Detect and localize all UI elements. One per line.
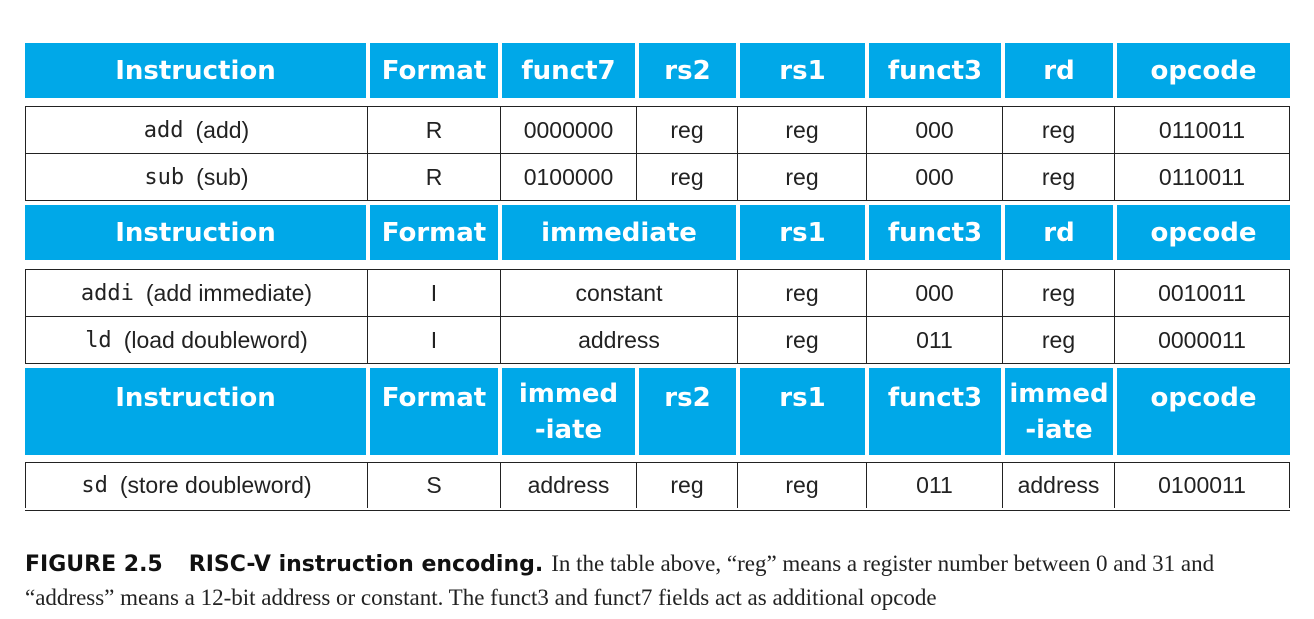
instruction-cell: sd (store doubleword) [25,463,368,508]
body-i: addi (add immediate) I constant reg 000 r… [25,269,1290,364]
header-rs2: rs2 [639,368,736,455]
instruction-cell: ld (load doubleword) [25,317,368,363]
format-cell: R [368,154,501,200]
header-format: Format [370,205,498,260]
funct3-cell: 000 [867,154,1003,200]
funct7-cell: 0100000 [501,154,637,200]
immediate-hi-cell: address [501,463,637,508]
header-rs1: rs1 [740,43,865,98]
header-funct3: funct3 [869,368,1001,455]
body-s: sd (store doubleword) S address reg reg 0… [25,462,1290,511]
header-rd: rd [1005,43,1113,98]
opcode-cell: 0110011 [1115,107,1290,153]
header-immediate-lo: immed -iate [1005,368,1113,455]
opcode-cell: 0110011 [1115,154,1290,200]
opcode-cell: 0010011 [1115,270,1290,316]
rs2-cell: reg [637,463,738,508]
header-row-i: Instruction Format immediate rs1 funct3 … [25,205,1290,260]
header-immediate: immediate [502,205,736,260]
format-cell: I [368,317,501,363]
instruction-name: (load doubleword) [123,326,308,353]
header-immediate-hi: immed -iate [502,368,635,455]
header-instruction: Instruction [25,368,366,455]
instruction-name: (sub) [196,163,249,190]
header-rs1: rs1 [740,368,865,455]
figure-label: FIGURE 2.5 [25,552,163,577]
table-row: sub (sub) R 0100000 reg reg 000 reg 01100… [25,153,1290,200]
mnemonic: ld [85,327,112,353]
format-cell: R [368,107,501,153]
instruction-name: (add immediate) [145,279,313,306]
header-instruction: Instruction [25,205,366,260]
instruction-cell: sub (sub) [25,154,368,200]
header-format: Format [370,43,498,98]
header-instruction: Instruction [25,43,366,98]
instruction-encoding-table: Instruction Format funct7 rs2 rs1 funct3… [25,43,1290,511]
immediate-lo-cell: address [1003,463,1115,508]
header-row-r: Instruction Format funct7 rs2 rs1 funct3… [25,43,1290,98]
rd-cell: reg [1003,270,1115,316]
rs1-cell: reg [738,107,867,153]
rs1-cell: reg [738,317,867,363]
header-opcode: opcode [1117,368,1290,455]
instruction-name: (store doubleword) [119,472,312,498]
header-rs1: rs1 [740,205,865,260]
rs2-cell: reg [637,154,738,200]
rs2-cell: reg [637,107,738,153]
immediate-cell: constant [501,270,738,316]
instruction-cell: add (add) [25,107,368,153]
funct7-cell: 0000000 [501,107,637,153]
funct3-cell: 000 [867,270,1003,316]
table-row: add (add) R 0000000 reg reg 000 reg 01100… [25,107,1290,153]
opcode-cell: 0000011 [1115,317,1290,363]
format-cell: I [368,270,501,316]
funct3-cell: 011 [867,317,1003,363]
header-row-s: Instruction Format immed -iate rs2 rs1 f… [25,368,1290,455]
header-format: Format [370,368,498,455]
funct3-cell: 000 [867,107,1003,153]
rs1-cell: reg [738,270,867,316]
format-cell: S [368,463,501,508]
opcode-cell: 0100011 [1115,463,1290,508]
body-r: add (add) R 0000000 reg reg 000 reg 01100… [25,106,1290,201]
immediate-cell: address [501,317,738,363]
instruction-name: (add) [195,116,250,143]
table-row: ld (load doubleword) I address reg 011 re… [25,316,1290,363]
caption-text: In the table above, “reg” means a regist… [25,551,1215,610]
mnemonic: addi [80,280,134,306]
rs1-cell: reg [738,154,867,200]
rd-cell: reg [1003,154,1115,200]
header-funct3: funct3 [869,205,1001,260]
figure-caption: FIGURE 2.5 RISC-V instruction encoding.In… [25,547,1290,614]
table-row: sd (store doubleword) S address reg reg 0… [25,463,1290,508]
rd-cell: reg [1003,317,1115,363]
figure-title: RISC-V instruction encoding. [188,552,544,577]
header-opcode: opcode [1117,43,1290,98]
instruction-cell: addi (add immediate) [25,270,368,316]
mnemonic: sub [144,164,185,190]
rs1-cell: reg [738,463,867,508]
table-row: addi (add immediate) I constant reg 000 r… [25,270,1290,316]
header-rs2: rs2 [639,43,736,98]
header-funct3: funct3 [869,43,1001,98]
header-funct7: funct7 [502,43,635,98]
rd-cell: reg [1003,107,1115,153]
header-rd: rd [1005,205,1113,260]
mnemonic: sd [81,473,108,498]
mnemonic: add [143,117,184,143]
funct3-cell: 011 [867,463,1003,508]
header-opcode: opcode [1117,205,1290,260]
